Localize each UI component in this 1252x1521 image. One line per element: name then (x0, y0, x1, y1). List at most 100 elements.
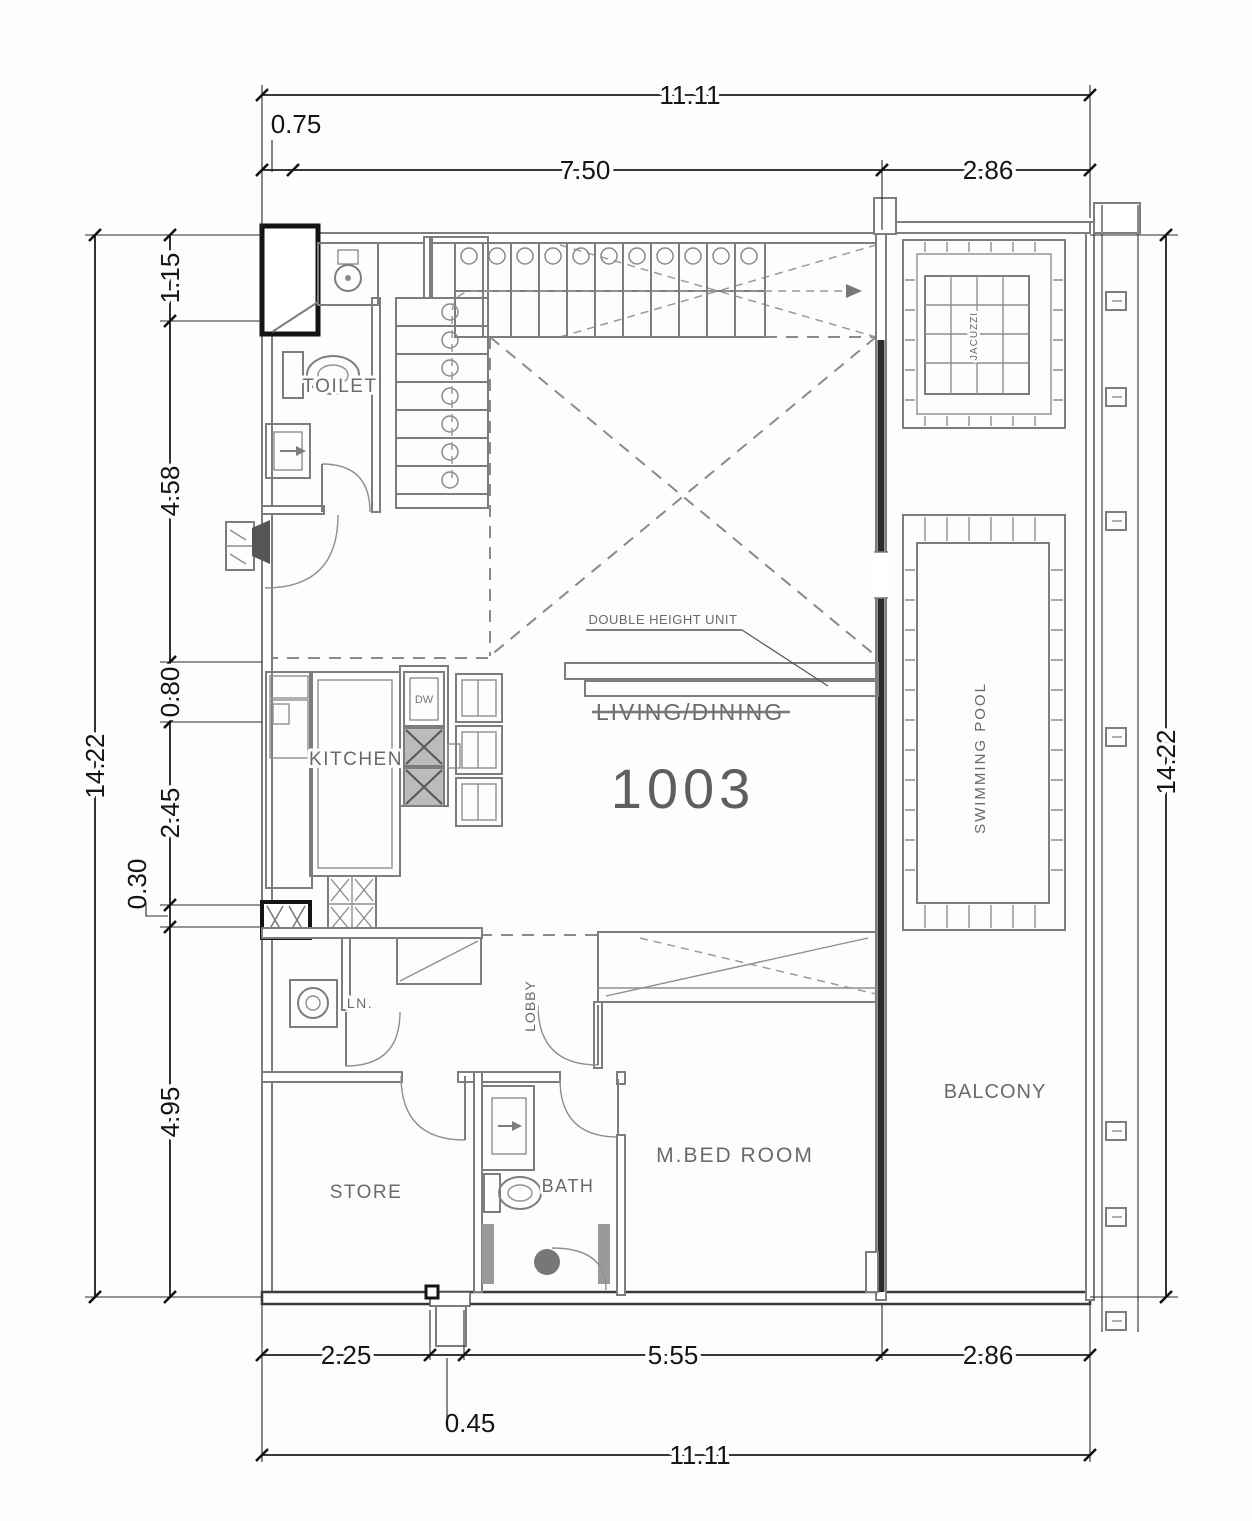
pillar-top (873, 197, 897, 235)
bedroom-door-swing (537, 1004, 599, 1066)
dim-bottom-chain: 2.25 5.55 2.86 0.45 (255, 1336, 1097, 1442)
dim-left-chain: 1.15 4.58 0.80 2.45 0.30 4.95 (118, 228, 189, 1304)
pillar-top-right (1093, 202, 1141, 234)
svg-text:2.45: 2.45 (155, 788, 185, 839)
svg-text:4.95: 4.95 (155, 1087, 185, 1138)
bath-sink-icon (481, 1085, 535, 1171)
double-height-void (266, 244, 877, 936)
bedroom-closet (597, 931, 877, 1003)
terrace: JACUZZI SWIMMING POOL (902, 239, 1066, 931)
master-bedroom (537, 931, 879, 1293)
stair-landing (429, 236, 489, 299)
living-dining: DOUBLE HEIGHT UNIT (564, 609, 879, 697)
dim-top-overall: 11.11 (255, 76, 1097, 114)
sofa-console-2 (584, 680, 879, 697)
balcony-door-opening (873, 552, 889, 598)
wall-top (261, 232, 883, 244)
kitchen-island (309, 671, 401, 877)
wall-laundry (341, 937, 351, 1011)
laundry-door-swing (345, 1011, 401, 1067)
kitchen-table (327, 875, 377, 933)
terrace-top-railing (881, 221, 1091, 234)
bath-wc-icon (483, 1173, 542, 1213)
toilet-door-swing (321, 463, 371, 513)
svg-text:2.86: 2.86 (963, 1340, 1014, 1370)
bath-room (481, 1071, 626, 1296)
wall-marker-black (259, 223, 321, 337)
fridge-icon (269, 699, 309, 759)
basin-icon (265, 423, 311, 479)
staircase (395, 236, 862, 509)
stair-step-numbers-side (441, 303, 459, 489)
entry-door-leaf (252, 520, 270, 564)
dim-right-overall: 14.22 (1147, 228, 1185, 1304)
dimension-layer: 11.11 0.75 7.50 2.86 14.22 (76, 76, 1185, 1474)
dim-top-main: 7.50 2.86 (255, 151, 1097, 189)
svg-text:5.55: 5.55 (648, 1340, 699, 1370)
wall-bottom (260, 1290, 1092, 1306)
kitchen: DW (260, 665, 503, 940)
master-bedroom-label: M.BED ROOM (656, 1144, 814, 1167)
sink-icon (334, 264, 362, 292)
room-labels: TOILET KITCHEN LIVING/DINING 1003 LOBBY … (299, 373, 1048, 1206)
lobby-hall (261, 927, 483, 1067)
dim-bottom-door: 0.45 (445, 1408, 496, 1438)
dishwasher-icon (403, 671, 445, 727)
dishwasher-label: DW (415, 694, 434, 706)
svg-text:14.22: 14.22 (1151, 729, 1181, 794)
bath-door-swing (559, 1078, 619, 1138)
svg-text:4.58: 4.58 (155, 466, 185, 517)
swimming-pool: SWIMMING POOL (902, 514, 1066, 931)
double-height-note: DOUBLE HEIGHT UNIT (586, 609, 829, 687)
kitchen-counter-left (265, 671, 313, 889)
wall-store-top (261, 1071, 403, 1083)
svg-text:0.30: 0.30 (122, 859, 152, 910)
dim-top-offset: 0.75 (267, 105, 325, 172)
wall-hall-top (261, 927, 483, 939)
entry-door-swing (264, 514, 339, 589)
svg-text:11.11: 11.11 (659, 80, 720, 110)
hall-closet (396, 937, 482, 985)
store-label: STORE (330, 1182, 403, 1203)
railing-clips (1105, 291, 1127, 1331)
kitchen-label: KITCHEN (309, 749, 403, 770)
stair-direction-arrow (846, 284, 862, 298)
double-height-label: DOUBLE HEIGHT UNIT (589, 612, 738, 627)
stair-direction-line (451, 290, 846, 478)
wall-toilet-right (371, 297, 381, 513)
stair-step-numbers-top (460, 247, 758, 265)
svg-text:0.75: 0.75 (271, 109, 322, 139)
washer-icon (289, 979, 338, 1028)
swimming-pool-label: SWIMMING POOL (972, 682, 989, 834)
svg-text:7.50: 7.50 (560, 155, 611, 185)
svg-text:0.80: 0.80 (155, 667, 185, 718)
sink-counter (317, 242, 379, 306)
bath-label: BATH (542, 1176, 595, 1196)
dim-left-overall: 14.22 (76, 228, 114, 1304)
intercom-box (225, 521, 255, 571)
wall-toilet-bottom (261, 505, 325, 515)
toilet-label: TOILET (302, 376, 377, 397)
jacuzzi-label: JACUZZI (969, 312, 980, 360)
bottom-door (424, 1284, 471, 1347)
svg-text:1.15: 1.15 (155, 253, 185, 304)
wall-store-bath-divider (473, 1071, 483, 1293)
laundry-label: LN. (347, 995, 373, 1011)
wall-chamfer (271, 301, 319, 333)
balcony-label: BALCONY (944, 1081, 1047, 1103)
toilet-room (225, 236, 433, 589)
kitchen-appliance-column: DW (399, 665, 461, 807)
wall-balcony-right (1085, 221, 1095, 1301)
shower-icon (482, 1224, 610, 1291)
wall-bath-bedroom-divider (616, 1134, 626, 1296)
dim-bottom-overall: 11.11 (255, 1436, 1097, 1474)
svg-text:2.25: 2.25 (321, 1340, 372, 1370)
svg-text:14.22: 14.22 (80, 733, 110, 798)
sofa-console (564, 662, 879, 680)
lobby-label: LOBBY (522, 980, 538, 1032)
store-door-swing (400, 1075, 466, 1141)
store-room (261, 1071, 483, 1347)
svg-text:11.11: 11.11 (669, 1440, 730, 1470)
